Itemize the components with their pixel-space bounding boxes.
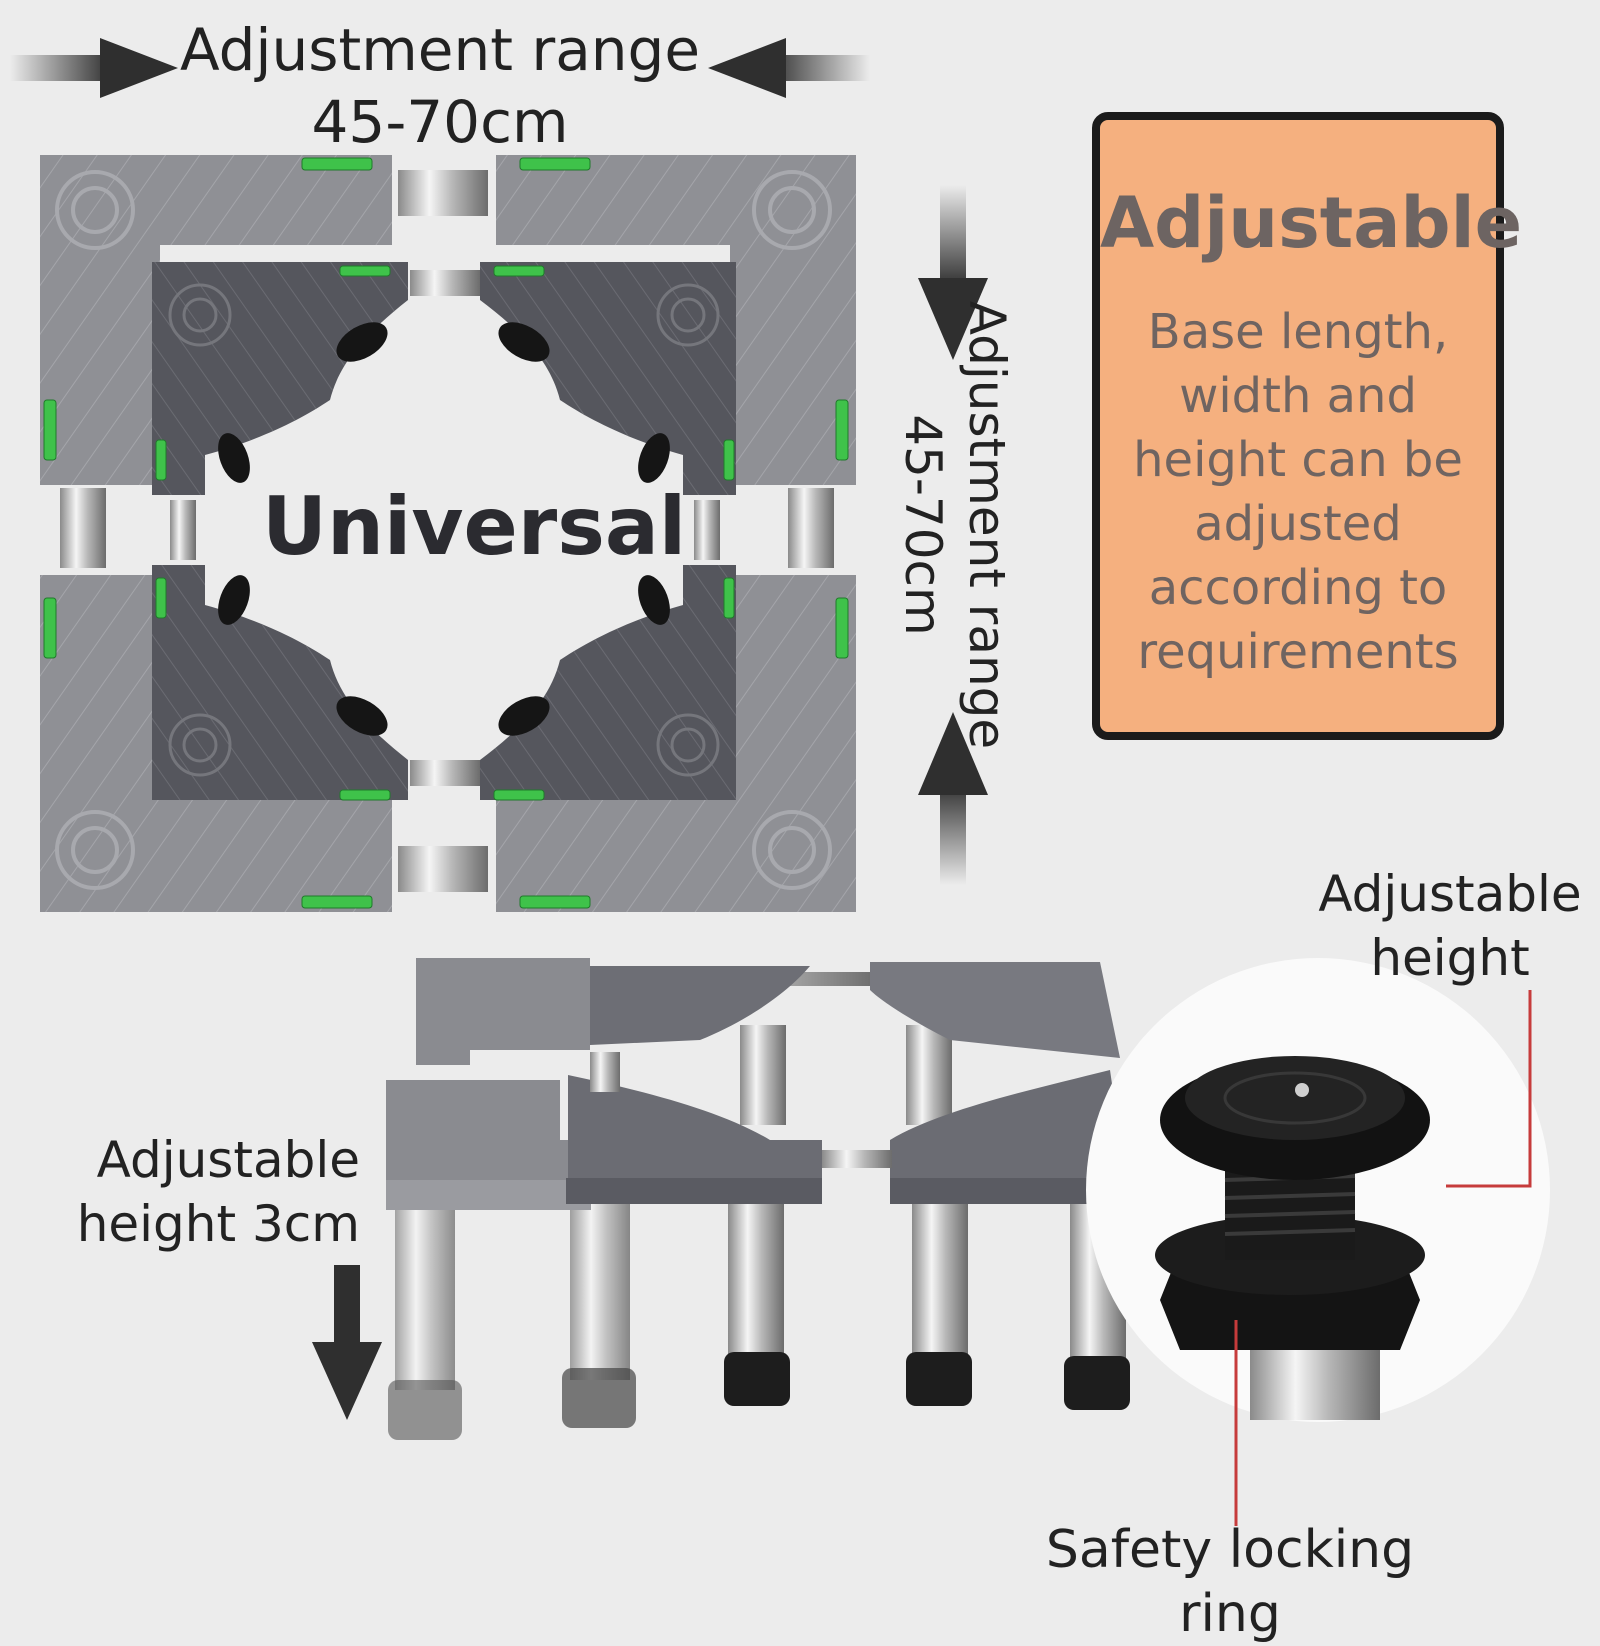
height-down-arrow-icon (312, 1265, 382, 1420)
adjustable-height-3cm-callout: Adjustable height 3cm (76, 1131, 360, 1253)
top-range-line1: Adjustment range (179, 16, 701, 84)
left-arrow-icon (10, 38, 178, 98)
universal-label: Universal (262, 480, 687, 573)
spirit-level-icons (43, 157, 849, 909)
inner-corner-panel-tl (152, 262, 408, 495)
outer-corner-panel-br (496, 575, 856, 912)
perspective-stand-image (386, 958, 1130, 1440)
outer-corner-panel-bl (40, 575, 392, 912)
side-adjustment-range-label: Adjustment range 45-70cm (880, 300, 1030, 750)
up-arrow-icon (918, 712, 988, 885)
outer-corner-panel-tl (40, 155, 392, 485)
top-range-line2: 45-70cm (311, 88, 569, 156)
side-range-line2: 45-70cm (894, 414, 952, 636)
right-arrow-icon (708, 38, 870, 98)
down-arrow-icon (918, 185, 988, 360)
inner-corner-panel-bl (152, 565, 408, 800)
side-range-line1: Adjustment range (958, 300, 1016, 750)
top-view-stand-image (10, 38, 1550, 1526)
callout-lines (1234, 990, 1532, 1526)
info-box-title: Adjustable (1100, 182, 1523, 264)
inner-corner-panel-tr (480, 262, 736, 495)
top-adjustment-range-label: Adjustment range 45-70cm (0, 14, 880, 158)
foot-closeup-image (1086, 958, 1550, 1422)
knob-icons (218, 322, 670, 736)
inner-corner-panel-br (480, 565, 736, 800)
outer-corner-panel-tr (496, 155, 856, 485)
safety-locking-ring-callout: Safety locking ring (1045, 1520, 1415, 1644)
adjustable-info-box: Adjustable Base length, width and height… (1092, 112, 1523, 740)
adjustable-height-callout: Adjustable height (1318, 865, 1582, 987)
info-box-body: Base length, width and height can be adj… (1133, 304, 1463, 680)
